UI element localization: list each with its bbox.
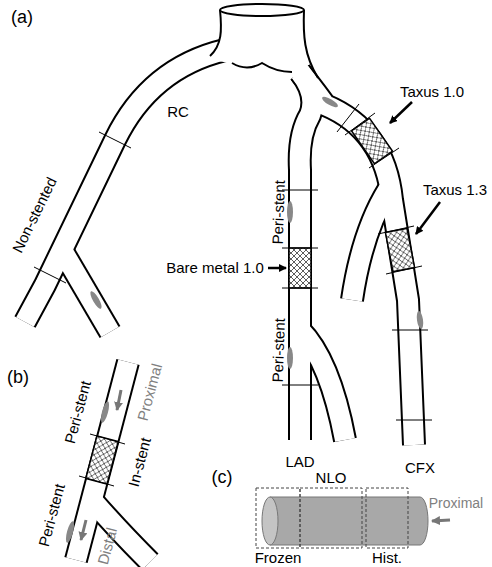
figure-label: Peri-stent xyxy=(270,318,289,383)
figure-label: Distal xyxy=(95,526,121,567)
figure-label: Peri-stent xyxy=(62,379,95,445)
figure-label: RC xyxy=(167,104,189,121)
figure-label: LAD xyxy=(285,454,314,471)
figure-label: (a) xyxy=(11,8,33,28)
figure-label: (b) xyxy=(7,368,29,388)
figure-label: In-stent xyxy=(126,436,155,489)
figure-label: CFX xyxy=(405,460,435,477)
figure-label: Frozen xyxy=(255,550,302,567)
figure-label: Peri-stent xyxy=(36,482,69,548)
figure-label: NLO xyxy=(316,470,347,487)
figure-label: (c) xyxy=(212,468,233,488)
figure-label: Taxus 1.0 xyxy=(400,84,464,101)
figure-label: Taxus 1.3 xyxy=(423,182,487,199)
figure-label: Proximal xyxy=(429,496,483,511)
figure-label: Peri-stent xyxy=(270,180,289,245)
figure-label: Proximal xyxy=(134,362,165,423)
figure-label: Bare metal 1.0 xyxy=(166,260,264,277)
figure-label: Hist. xyxy=(372,550,402,567)
